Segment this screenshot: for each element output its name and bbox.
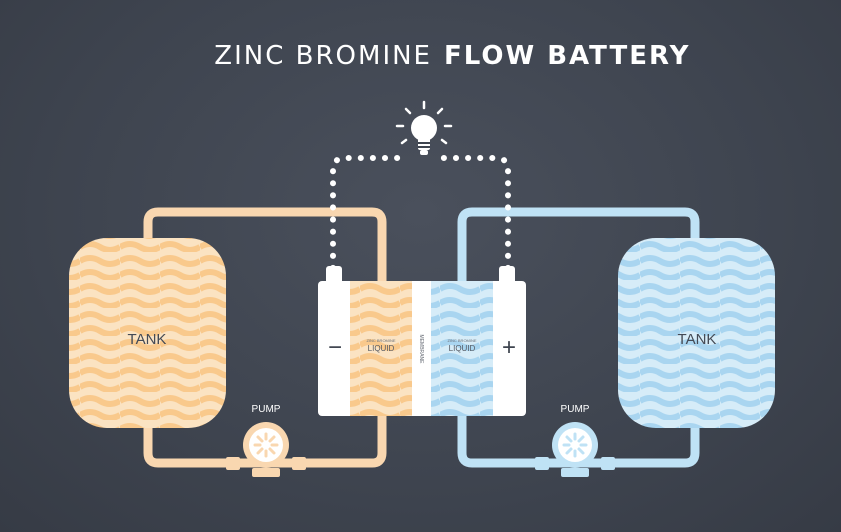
left-pump: PUMP — [226, 404, 306, 477]
right-liquid-label: LIQUID — [449, 344, 476, 353]
pump-icon — [249, 428, 283, 462]
lightbulb-icon — [395, 100, 453, 155]
title-light: ZINC BROMINE — [214, 41, 432, 71]
pump-icon — [558, 428, 592, 462]
left-liquid-chamber — [350, 281, 412, 416]
left-liquid-small-label: ZINC BROMINE — [366, 338, 395, 343]
left-pump-label: PUMP — [252, 404, 281, 415]
positive-symbol: + — [502, 334, 516, 361]
left-tank-label: TANK — [128, 331, 167, 348]
dotted-wire-right — [437, 155, 511, 271]
right-tank: TANK — [618, 238, 775, 428]
left-liquid-label: LIQUID — [368, 344, 395, 353]
right-pump-label: PUMP — [561, 404, 590, 415]
negative-symbol: − — [328, 334, 342, 361]
right-liquid-small-label: ZINC BROMINE — [447, 338, 476, 343]
title-bold: FLOW BATTERY — [444, 41, 690, 71]
dotted-wire-left — [330, 155, 411, 271]
negative-terminal — [326, 266, 342, 284]
positive-terminal — [499, 266, 515, 284]
right-tank-label: TANK — [678, 331, 717, 348]
right-pump: PUMP — [535, 404, 615, 477]
battery-cell: − + ZINC BROMINE LIQUID ZINC BROMINE LIQ… — [318, 266, 526, 416]
left-tank: TANK — [69, 238, 226, 428]
right-liquid-chamber — [431, 281, 493, 416]
membrane-label: MEMBRANE — [418, 335, 424, 365]
